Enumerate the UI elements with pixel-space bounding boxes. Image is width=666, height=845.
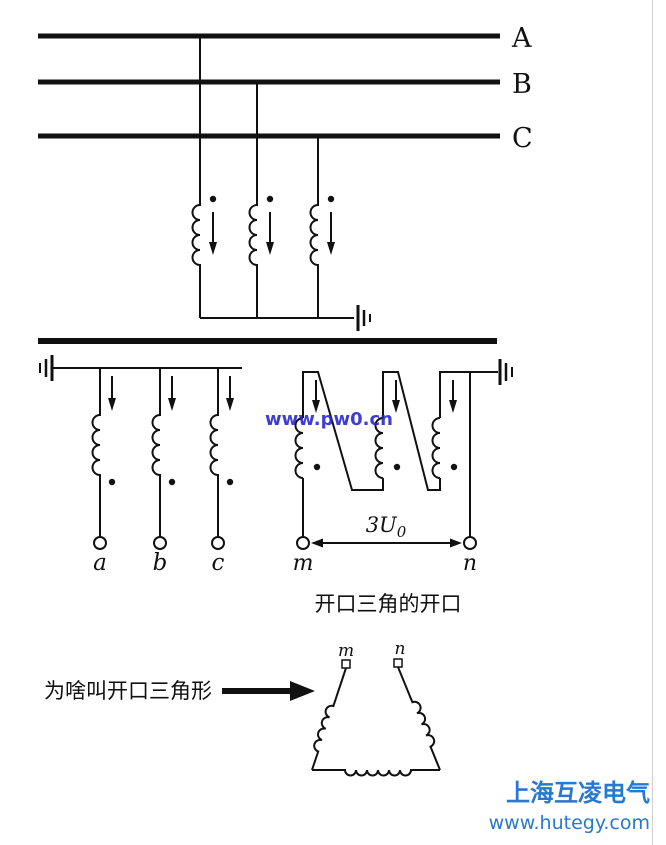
- brand-url[interactable]: www.hutegy.com: [489, 812, 650, 834]
- brand-name: 上海互凌电气: [506, 779, 650, 807]
- terminal-n: [463, 536, 477, 550]
- secondary-winding-b: [151, 368, 161, 537]
- pointer-arrow-head: [290, 681, 315, 701]
- bus-a-label: A: [511, 23, 532, 54]
- open-delta-chain: [294, 371, 498, 537]
- primary-winding-a: [191, 36, 201, 318]
- triangle-bottom-side-winding: [312, 769, 440, 777]
- question-text: 为啥叫开口三角形: [44, 679, 212, 703]
- polarity-dot: [327, 195, 335, 203]
- open-triangle-sketch: m n: [311, 639, 441, 777]
- polarity-dot: [209, 195, 217, 203]
- polarity-dot: [226, 478, 234, 486]
- ground-symbol-left: [39, 355, 54, 381]
- footer-brand: 上海互凌电气 www.hutegy.com: [489, 779, 650, 834]
- polarity-dot: [266, 195, 274, 203]
- terminal-c-label: c: [212, 550, 225, 576]
- three-phase-buses: A B C: [38, 23, 533, 154]
- terminal-b: [153, 536, 167, 550]
- primary-arrows: [209, 212, 335, 255]
- terminal-a: [93, 536, 107, 550]
- triangle-m-terminal: [341, 659, 351, 669]
- ground-symbol-right: [498, 359, 513, 385]
- polarity-dot: [393, 463, 401, 471]
- triangle-m-label: m: [338, 641, 354, 661]
- triangle-n-terminal: [393, 658, 403, 668]
- star-arrows: [108, 376, 234, 411]
- bus-b-label: B: [512, 69, 532, 100]
- open-delta-caption: 开口三角的开口: [315, 592, 462, 616]
- polarity-dot: [450, 463, 458, 471]
- primary-winding-b: [248, 82, 258, 318]
- triangle-n-label: n: [395, 639, 406, 659]
- watermark-text: www.pw0.cn: [265, 409, 393, 430]
- terminal-n-label: n: [463, 551, 477, 576]
- star-secondary: a b c: [39, 355, 242, 576]
- polarity-dot: [108, 478, 116, 486]
- polarity-dot: [313, 463, 321, 471]
- question-annotation: 为啥叫开口三角形: [44, 679, 315, 703]
- polarity-dot: [168, 478, 176, 486]
- open-delta-secondary: m n 3U0: [293, 359, 513, 576]
- terminal-m-label: m: [293, 551, 314, 576]
- ground-symbol-primary: [356, 305, 371, 331]
- terminal-a-label: a: [93, 550, 107, 576]
- primary-windings: [191, 36, 371, 331]
- secondary-winding-c: [209, 368, 219, 537]
- open-delta-arrows: [312, 380, 457, 413]
- triangle-right-side-winding: [397, 666, 441, 771]
- primary-winding-c: [309, 136, 319, 318]
- secondary-winding-a: [91, 368, 101, 537]
- terminal-b-label: b: [153, 550, 168, 576]
- triangle-left-side-winding: [311, 667, 347, 771]
- voltage-3u0-label: 3U0: [366, 513, 407, 541]
- voltage-3u0-arrow: 3U0: [311, 513, 462, 548]
- terminal-c: [211, 536, 225, 550]
- terminal-m: [296, 536, 310, 550]
- bus-c-label: C: [512, 123, 533, 154]
